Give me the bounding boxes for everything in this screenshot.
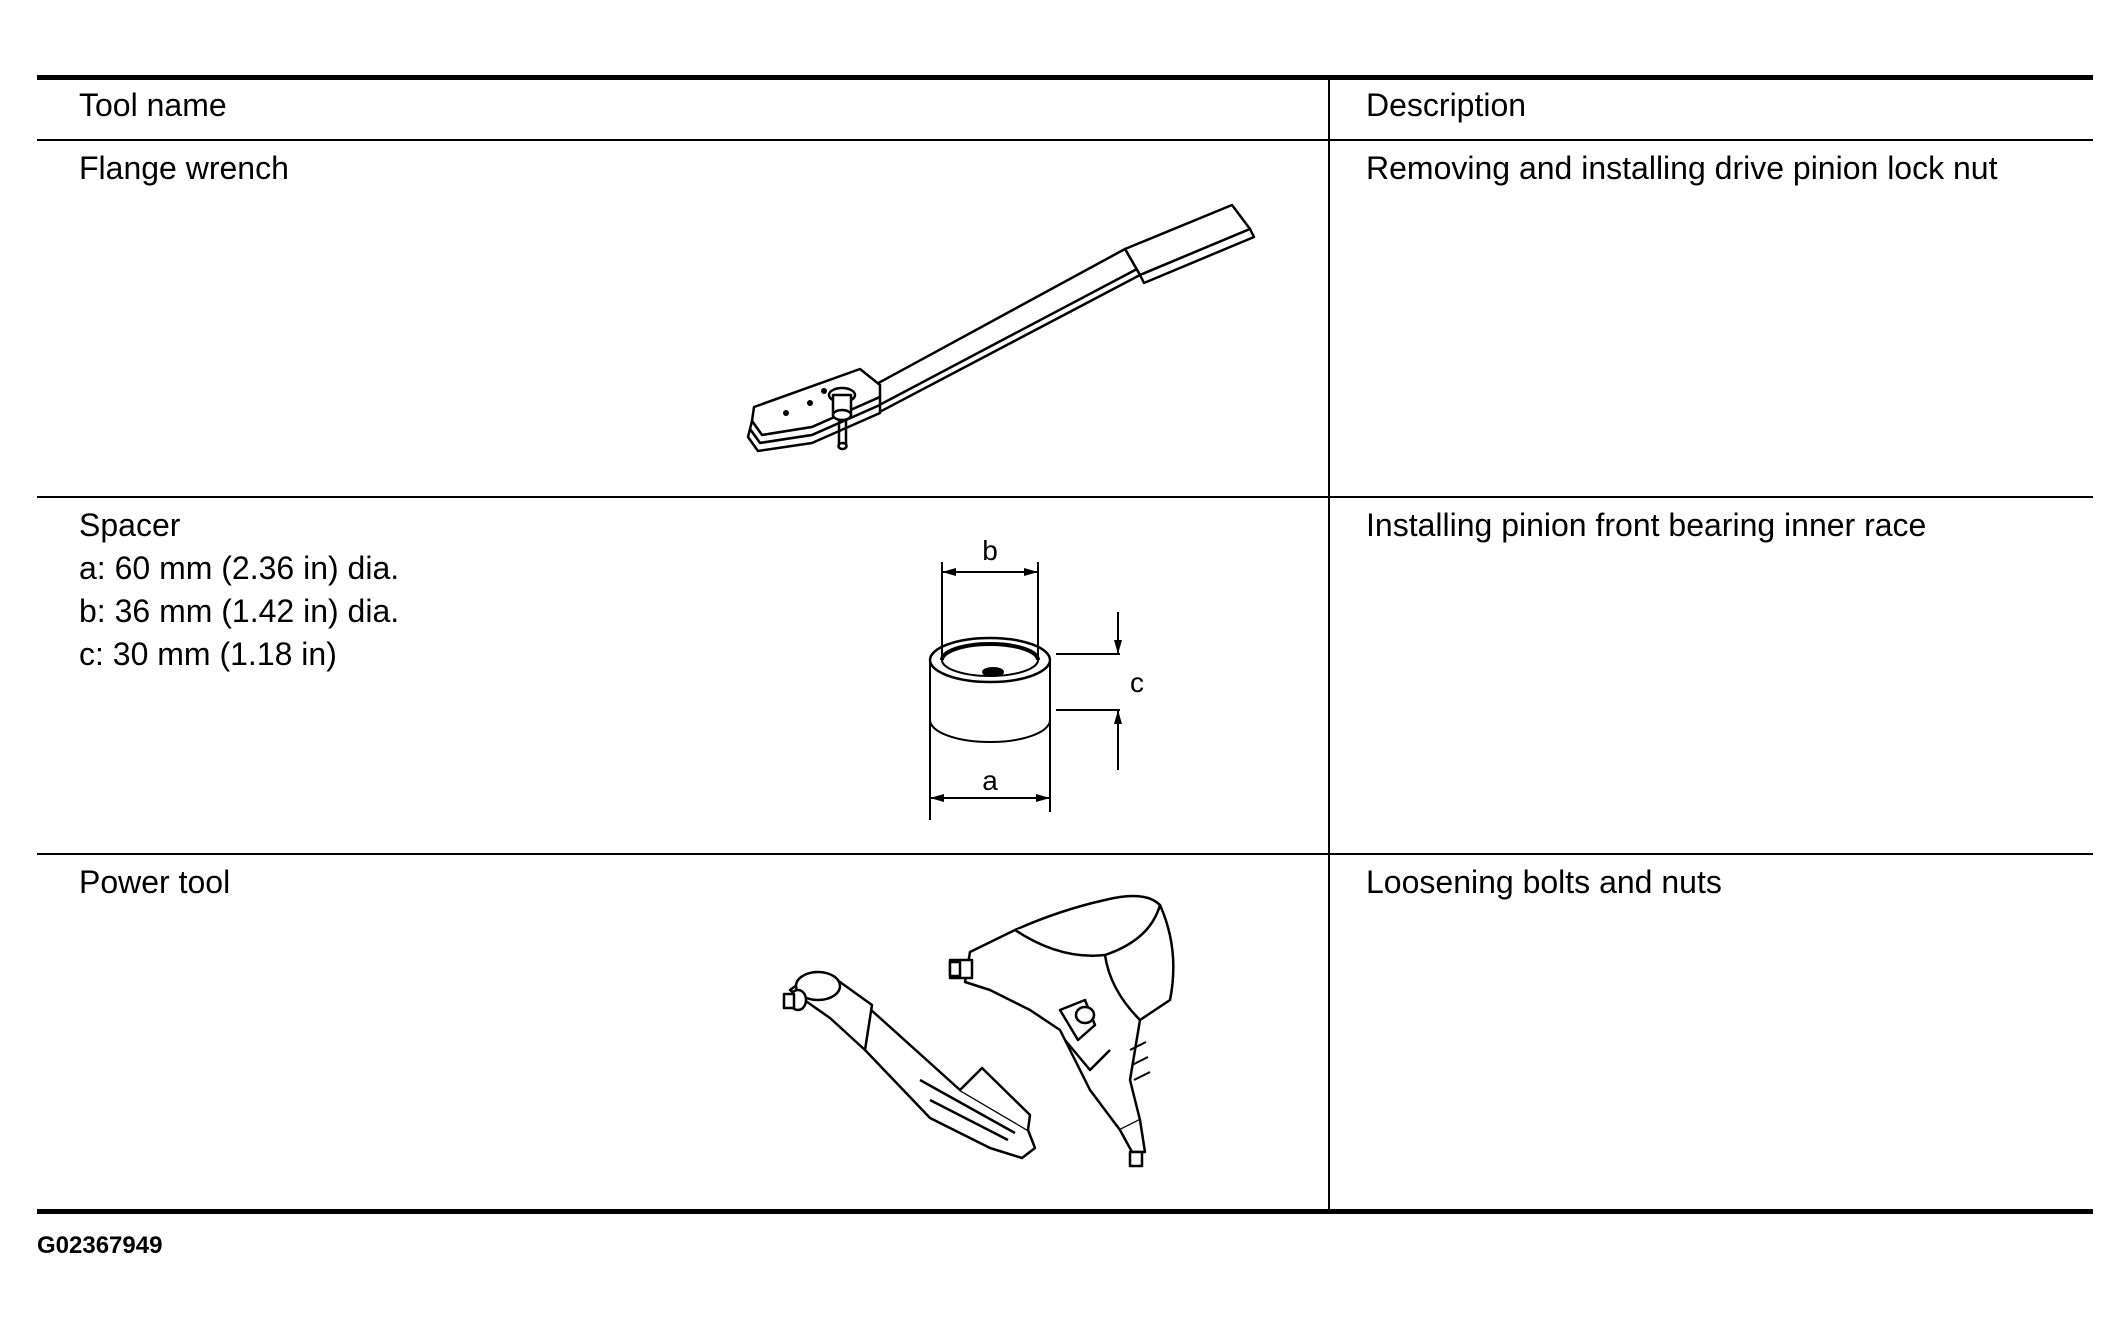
flange-wrench-illustration — [740, 195, 1260, 465]
spacer-spec-a: a: 60 mm (2.36 in) dia. — [79, 550, 400, 586]
tool-name-spacer: Spacer — [79, 507, 181, 543]
spacer-illustration: b a c — [900, 535, 1144, 830]
header-tool-name: Tool name — [79, 87, 227, 123]
spacer-spec-c: c: 30 mm (1.18 in) — [79, 636, 337, 672]
table-bottom-border — [37, 1209, 2093, 1214]
description-flange-wrench: Removing and installing drive pinion loc… — [1366, 150, 1998, 186]
tool-name-flange-wrench: Flange wrench — [79, 150, 289, 186]
description-power-tool: Loosening bolts and nuts — [1366, 864, 1722, 900]
power-tool-illustration — [760, 890, 1240, 1170]
header-divider — [37, 139, 2093, 141]
table-top-border — [37, 75, 2093, 80]
tool-name-power-tool: Power tool — [79, 864, 231, 900]
dimension-label-a: a — [982, 765, 998, 796]
header-description: Description — [1366, 87, 1527, 123]
column-divider — [1328, 80, 1330, 1211]
dimension-label-b: b — [982, 535, 998, 566]
dimension-label-c: c — [1130, 667, 1144, 698]
figure-code: G02367949 — [37, 1232, 163, 1259]
spacer-spec-b: b: 36 mm (1.42 in) dia. — [79, 593, 400, 629]
row-divider-2 — [37, 853, 2093, 855]
row-divider-1 — [37, 496, 2093, 498]
description-spacer: Installing pinion front bearing inner ra… — [1366, 507, 1927, 543]
